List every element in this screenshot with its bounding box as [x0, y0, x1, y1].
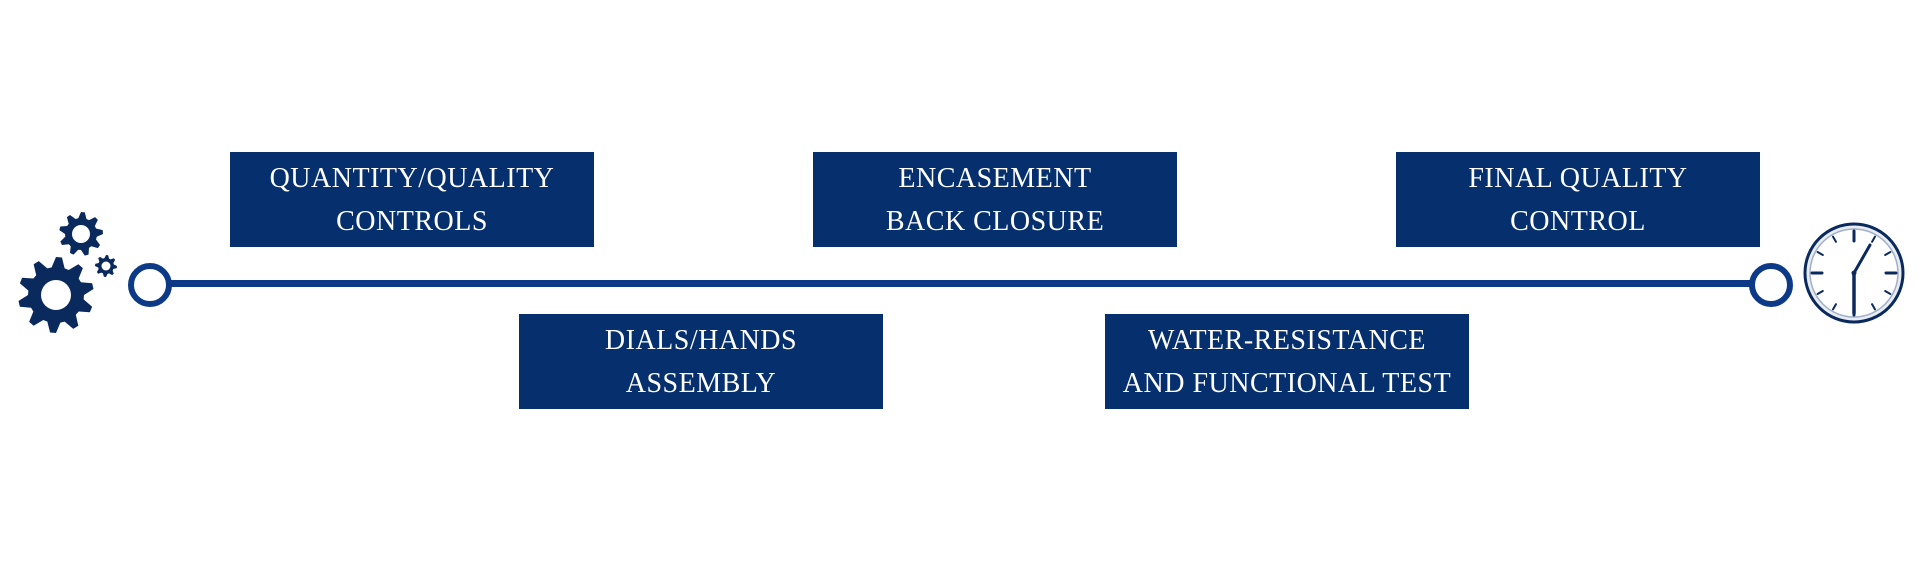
step-label: FINAL QUALITY CONTROL — [1468, 162, 1688, 237]
step-label: QUANTITY/QUALITY CONTROLS — [269, 162, 555, 237]
step-quantity-quality-controls: QUANTITY/QUALITY CONTROLS — [230, 152, 594, 247]
gears-icon — [18, 212, 117, 333]
step-label: DIALS/HANDS ASSEMBLY — [604, 324, 798, 399]
clock-icon — [1803, 222, 1905, 324]
timeline-line — [165, 280, 1773, 287]
step-water-resistance-functional-test: WATER-RESISTANCE AND FUNCTIONAL TEST — [1105, 314, 1469, 409]
step-label: WATER-RESISTANCE AND FUNCTIONAL TEST — [1122, 324, 1452, 399]
step-label: ENCASEMENT BACK CLOSURE — [885, 162, 1105, 237]
timeline-start-node — [128, 263, 172, 307]
step-encasement-back-closure: ENCASEMENT BACK CLOSURE — [813, 152, 1177, 247]
step-dials-hands-assembly: DIALS/HANDS ASSEMBLY — [519, 314, 883, 409]
timeline-end-node — [1749, 263, 1793, 307]
step-final-quality-control: FINAL QUALITY CONTROL — [1396, 152, 1760, 247]
